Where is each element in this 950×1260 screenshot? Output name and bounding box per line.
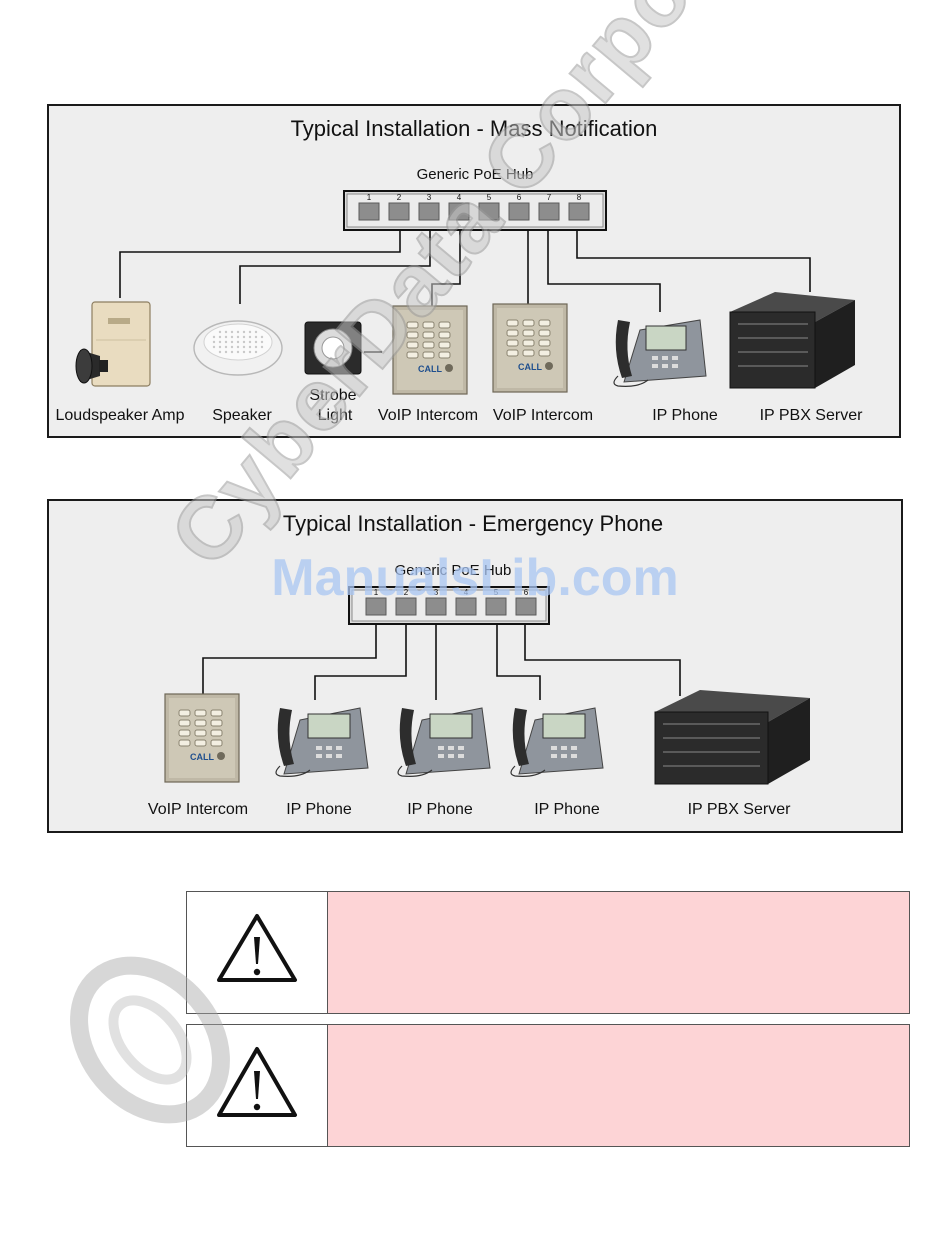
manualslib-watermark: ManualsLib.com xyxy=(0,548,950,608)
